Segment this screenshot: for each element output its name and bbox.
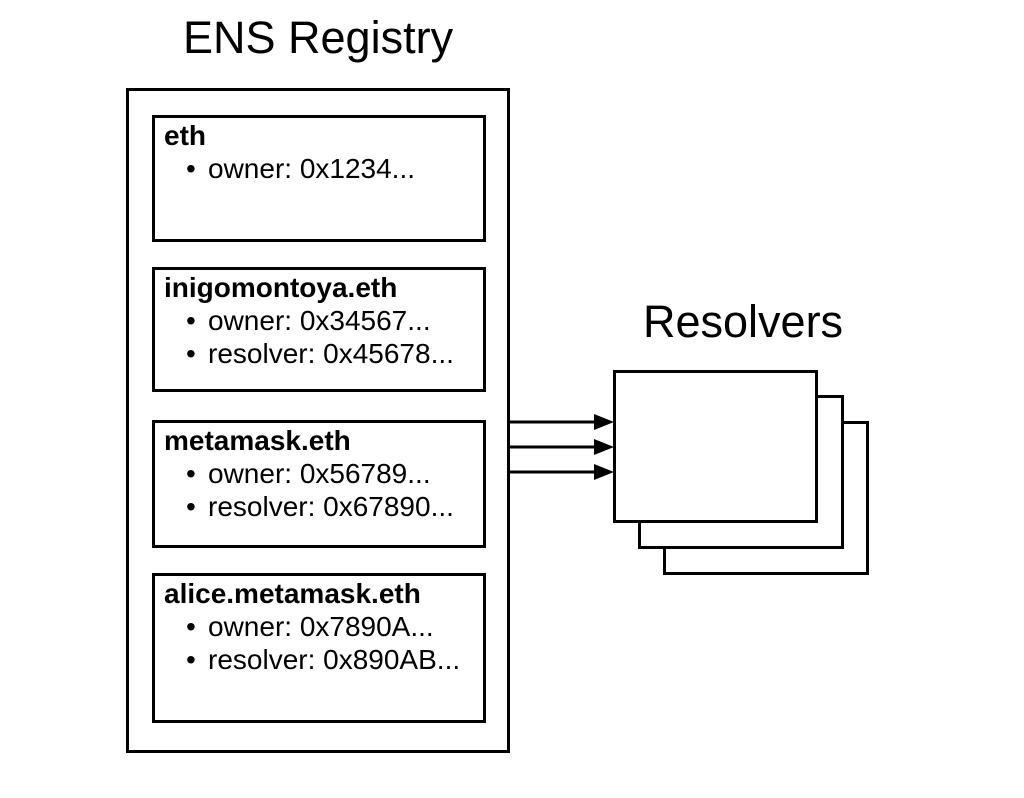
record-property: owner: 0x56789...	[164, 457, 475, 490]
resolvers-title: Resolvers	[643, 296, 844, 347]
arrow-right-icon	[510, 439, 614, 455]
record-property: owner: 0x34567...	[164, 304, 475, 337]
arrow-right-icon	[510, 414, 614, 430]
record-property: resolver: 0x890AB...	[164, 643, 475, 676]
record-properties: owner: 0x34567... resolver: 0x45678...	[164, 304, 475, 370]
registry-record-inigomontoya-eth: inigomontoya.eth owner: 0x34567... resol…	[152, 267, 486, 392]
registry-to-resolvers-arrows	[510, 414, 614, 480]
record-name: eth	[164, 120, 206, 151]
record-name: alice.metamask.eth	[164, 578, 421, 609]
record-name: metamask.eth	[164, 425, 351, 456]
registry-record-metamask-eth: metamask.eth owner: 0x56789... resolver:…	[152, 420, 486, 548]
record-property: resolver: 0x45678...	[164, 337, 475, 370]
arrow-right-icon	[510, 464, 614, 480]
record-property: owner: 0x1234...	[164, 152, 475, 185]
record-property: owner: 0x7890A...	[164, 610, 475, 643]
ens-registry-title: ENS Registry	[183, 12, 454, 63]
record-properties: owner: 0x1234...	[164, 152, 475, 185]
resolver-card-front	[613, 370, 818, 523]
registry-record-alice-metamask-eth: alice.metamask.eth owner: 0x7890A... res…	[152, 573, 486, 723]
registry-record-eth: eth owner: 0x1234...	[152, 115, 486, 242]
record-properties: owner: 0x7890A... resolver: 0x890AB...	[164, 610, 475, 676]
record-name: inigomontoya.eth	[164, 272, 398, 303]
record-properties: owner: 0x56789... resolver: 0x67890...	[164, 457, 475, 523]
record-property: resolver: 0x67890...	[164, 490, 475, 523]
